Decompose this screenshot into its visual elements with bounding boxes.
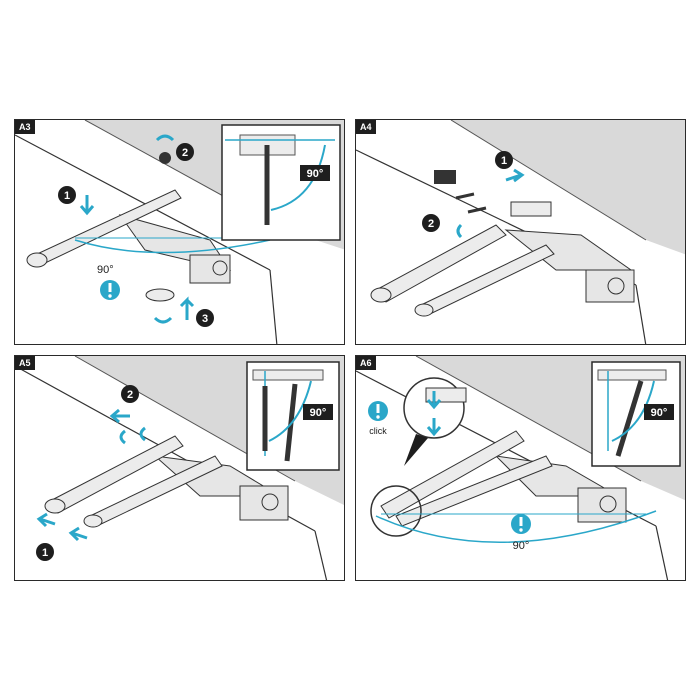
inset-arm (615, 380, 644, 457)
arm-end-pivot (414, 303, 434, 317)
arm-end-pivot (44, 498, 66, 514)
down-arrow-icon (426, 418, 442, 437)
down-arrow-icon (426, 391, 442, 410)
door-side-edge (314, 530, 328, 580)
magnifier-circle (370, 485, 422, 537)
panel-a4-drawing: 1 2 (356, 120, 685, 344)
exclamation-mark (376, 404, 380, 413)
exclamation-mark (108, 283, 112, 292)
inset-bracket (597, 369, 667, 381)
inset-angle-badge (300, 165, 330, 181)
step-badge (58, 186, 76, 204)
step-badge (121, 385, 139, 403)
closer-end-cap (585, 269, 635, 303)
rotate-arrow-icon (153, 316, 173, 324)
inset-angle-badge (644, 404, 674, 420)
arm-end-pivot (83, 514, 103, 528)
inset-angle-label: 90° (651, 407, 668, 419)
valve-icon (261, 493, 279, 511)
door-side-edge (655, 525, 669, 580)
step-number: 2 (428, 218, 434, 230)
panel-a3-drawing: 90° 1 2 3 90° (15, 120, 344, 344)
step-number: 1 (501, 155, 507, 167)
right-arrow-icon (505, 168, 525, 183)
step-number: 1 (64, 190, 70, 202)
exclamation-dot (376, 415, 380, 419)
rotation-arc (74, 239, 271, 254)
valve-icon (607, 277, 625, 295)
arm-end-pivot (370, 287, 392, 303)
exclamation-dot (519, 528, 523, 532)
angle-label: 90° (513, 540, 530, 552)
door-side-edge (635, 284, 647, 344)
zoom-pointer (404, 434, 428, 466)
closer-end-cap (577, 487, 627, 523)
panel-tag: A3 (15, 120, 35, 134)
screw-icon (467, 206, 487, 214)
step-badge (196, 309, 214, 327)
inset-angle-label: 90° (310, 407, 327, 419)
step-badge (495, 151, 513, 169)
door-side-edge (269, 269, 278, 344)
click-label: click (369, 426, 387, 436)
closer-end-cap (239, 485, 289, 521)
valve-icon (599, 495, 617, 513)
panel-tag: A6 (356, 356, 376, 370)
step-number: 2 (127, 389, 133, 401)
left-arrow-icon (36, 512, 56, 528)
inset-bracket (252, 369, 324, 381)
spindle-cap (145, 288, 175, 302)
panel-a5: 1 2 90° A5 (14, 355, 345, 581)
angle-label: 90° (97, 264, 114, 276)
zoom-arm-detail (425, 387, 467, 403)
exclamation-dot (108, 294, 112, 298)
panel-a6-drawing: click 90° 90° (356, 356, 685, 580)
valve-icon (212, 260, 228, 276)
step-badge (36, 543, 54, 561)
rotate-arrow-icon (456, 223, 463, 239)
closer-arm (49, 435, 184, 514)
up-arrow-icon (179, 296, 195, 320)
inset-angle-badge (303, 404, 333, 420)
closer-end-cap (189, 254, 231, 284)
panel-tag: A5 (15, 356, 35, 370)
panel-a3: 90° 1 2 3 90° A3 (14, 119, 345, 345)
inset-arc (268, 380, 312, 442)
arm-end-pivot (26, 252, 48, 268)
step-number: 2 (182, 147, 188, 159)
mounting-bracket (510, 201, 552, 217)
screw-icon (455, 192, 475, 200)
panel-tag: A4 (356, 120, 376, 134)
inset-angle-label: 90° (307, 168, 324, 180)
panel-a6: click 90° 90° A6 (355, 355, 686, 581)
exclamation-mark (519, 517, 523, 526)
rotate-arrow-icon (155, 134, 175, 142)
step-number: 3 (202, 313, 208, 325)
step-badge (422, 214, 440, 232)
rotate-arrow-icon (119, 426, 146, 445)
closer-arm (375, 224, 507, 303)
inset-arc (270, 144, 326, 211)
panel-a5-drawing: 1 2 90° (15, 356, 344, 580)
rotation-arc (375, 510, 657, 543)
step-number: 1 (42, 547, 48, 559)
panel-a4: 1 2 A4 (355, 119, 686, 345)
closer-arm (395, 455, 553, 527)
down-arrow-icon (79, 195, 95, 216)
step-badge (176, 143, 194, 161)
frame-edge (450, 120, 647, 241)
left-arrow-icon (68, 526, 88, 542)
inset-arc (611, 380, 655, 442)
screw-pack-icon (434, 170, 456, 184)
screw-icon (159, 152, 171, 164)
left-arrow-icon (109, 408, 130, 424)
